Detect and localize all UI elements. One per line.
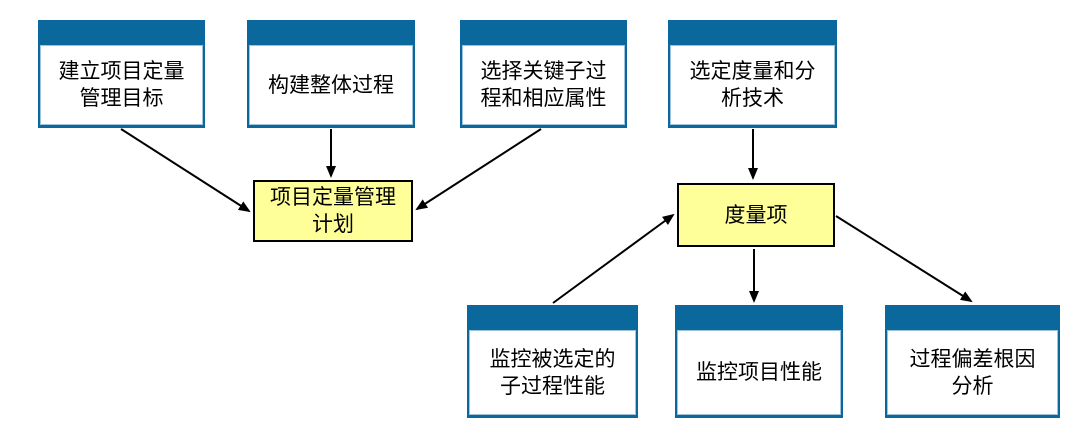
node-root-cause: 过程偏差根因 分析 bbox=[885, 305, 1060, 418]
arrow-items-to-rootcause bbox=[835, 215, 973, 303]
arrow-establish-to-plan bbox=[120, 128, 251, 213]
node-measurement-items-label: 度量项 bbox=[724, 202, 788, 227]
node-measurement-items: 度量项 bbox=[677, 183, 835, 247]
node-root-cause-label: 过程偏差根因 分析 bbox=[887, 330, 1058, 415]
node-select-subprocess-label: 选择关键子过 程和相应属性 bbox=[462, 45, 625, 125]
node-select-measures: 选定度量和分 析技术 bbox=[668, 20, 837, 128]
node-establish-goals-label: 建立项目定量 管理目标 bbox=[40, 45, 203, 125]
node-establish-goals: 建立项目定量 管理目标 bbox=[38, 20, 205, 128]
arrow-subprocess-to-plan bbox=[415, 128, 542, 211]
node-select-measures-label: 选定度量和分 析技术 bbox=[670, 45, 835, 125]
node-monitor-project-label: 监控项目性能 bbox=[677, 330, 841, 415]
node-qm-plan: 项目定量管理 计划 bbox=[253, 180, 413, 242]
node-monitor-project: 监控项目性能 bbox=[675, 305, 843, 418]
node-build-process: 构建整体过程 bbox=[247, 20, 415, 128]
arrow-monitorsub-to-items bbox=[552, 213, 675, 304]
node-build-process-label: 构建整体过程 bbox=[249, 45, 413, 125]
node-monitor-subprocess: 监控被选定的 子过程性能 bbox=[467, 305, 638, 418]
node-qm-plan-label: 项目定量管理 计划 bbox=[270, 185, 396, 236]
node-select-subprocess: 选择关键子过 程和相应属性 bbox=[460, 20, 627, 128]
node-monitor-subprocess-label: 监控被选定的 子过程性能 bbox=[469, 330, 636, 415]
